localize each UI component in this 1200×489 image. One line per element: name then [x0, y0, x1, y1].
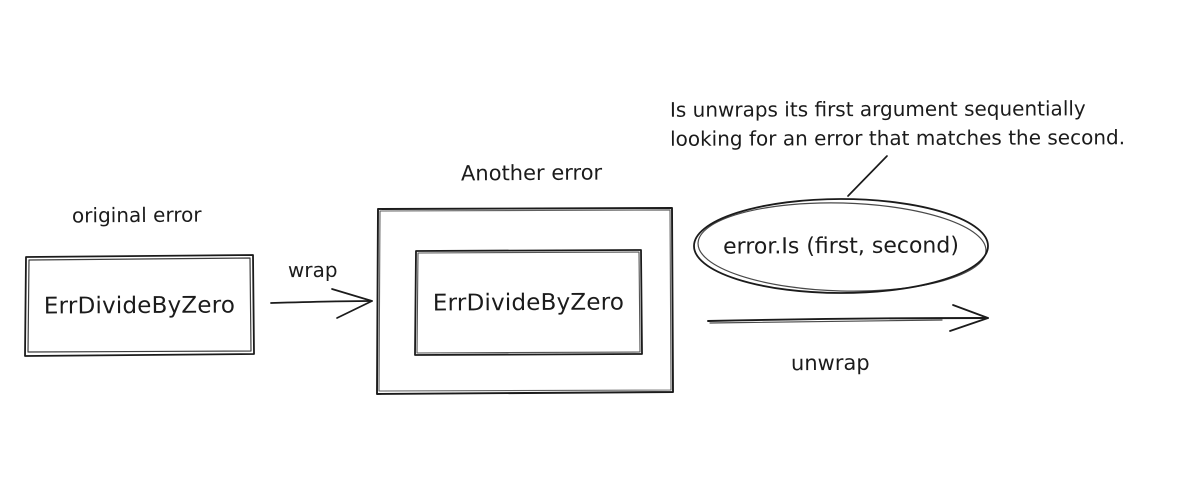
- error-is-ellipse-outline: [693, 198, 989, 294]
- another-error-inner-box: [414, 249, 643, 356]
- is-annotation-line2: looking for an error that matches the se…: [670, 125, 1126, 151]
- unwrap-arrow: [707, 304, 989, 332]
- is-annotation-line1: Is unwraps its first argument sequential…: [669, 96, 1086, 122]
- another-error-caption: Another error: [460, 160, 603, 186]
- another-error-inner-box-text: ErrDivideByZero: [432, 288, 625, 317]
- unwrap-arrow-label: unwrap: [790, 350, 870, 376]
- wrap-arrow-label: wrap: [287, 257, 338, 283]
- wrap-arrow: [270, 288, 373, 319]
- original-error-box: [24, 254, 255, 357]
- error-is-ellipse-text: error.Is (first, second): [723, 232, 959, 260]
- another-error-outer-box: [376, 207, 674, 395]
- annotation-leader-line: [847, 155, 888, 197]
- original-error-caption: original error: [71, 202, 202, 228]
- is-annotation-text: Is unwraps its first argument sequential…: [670, 94, 1125, 154]
- original-error-box-text: ErrDivideByZero: [43, 291, 236, 320]
